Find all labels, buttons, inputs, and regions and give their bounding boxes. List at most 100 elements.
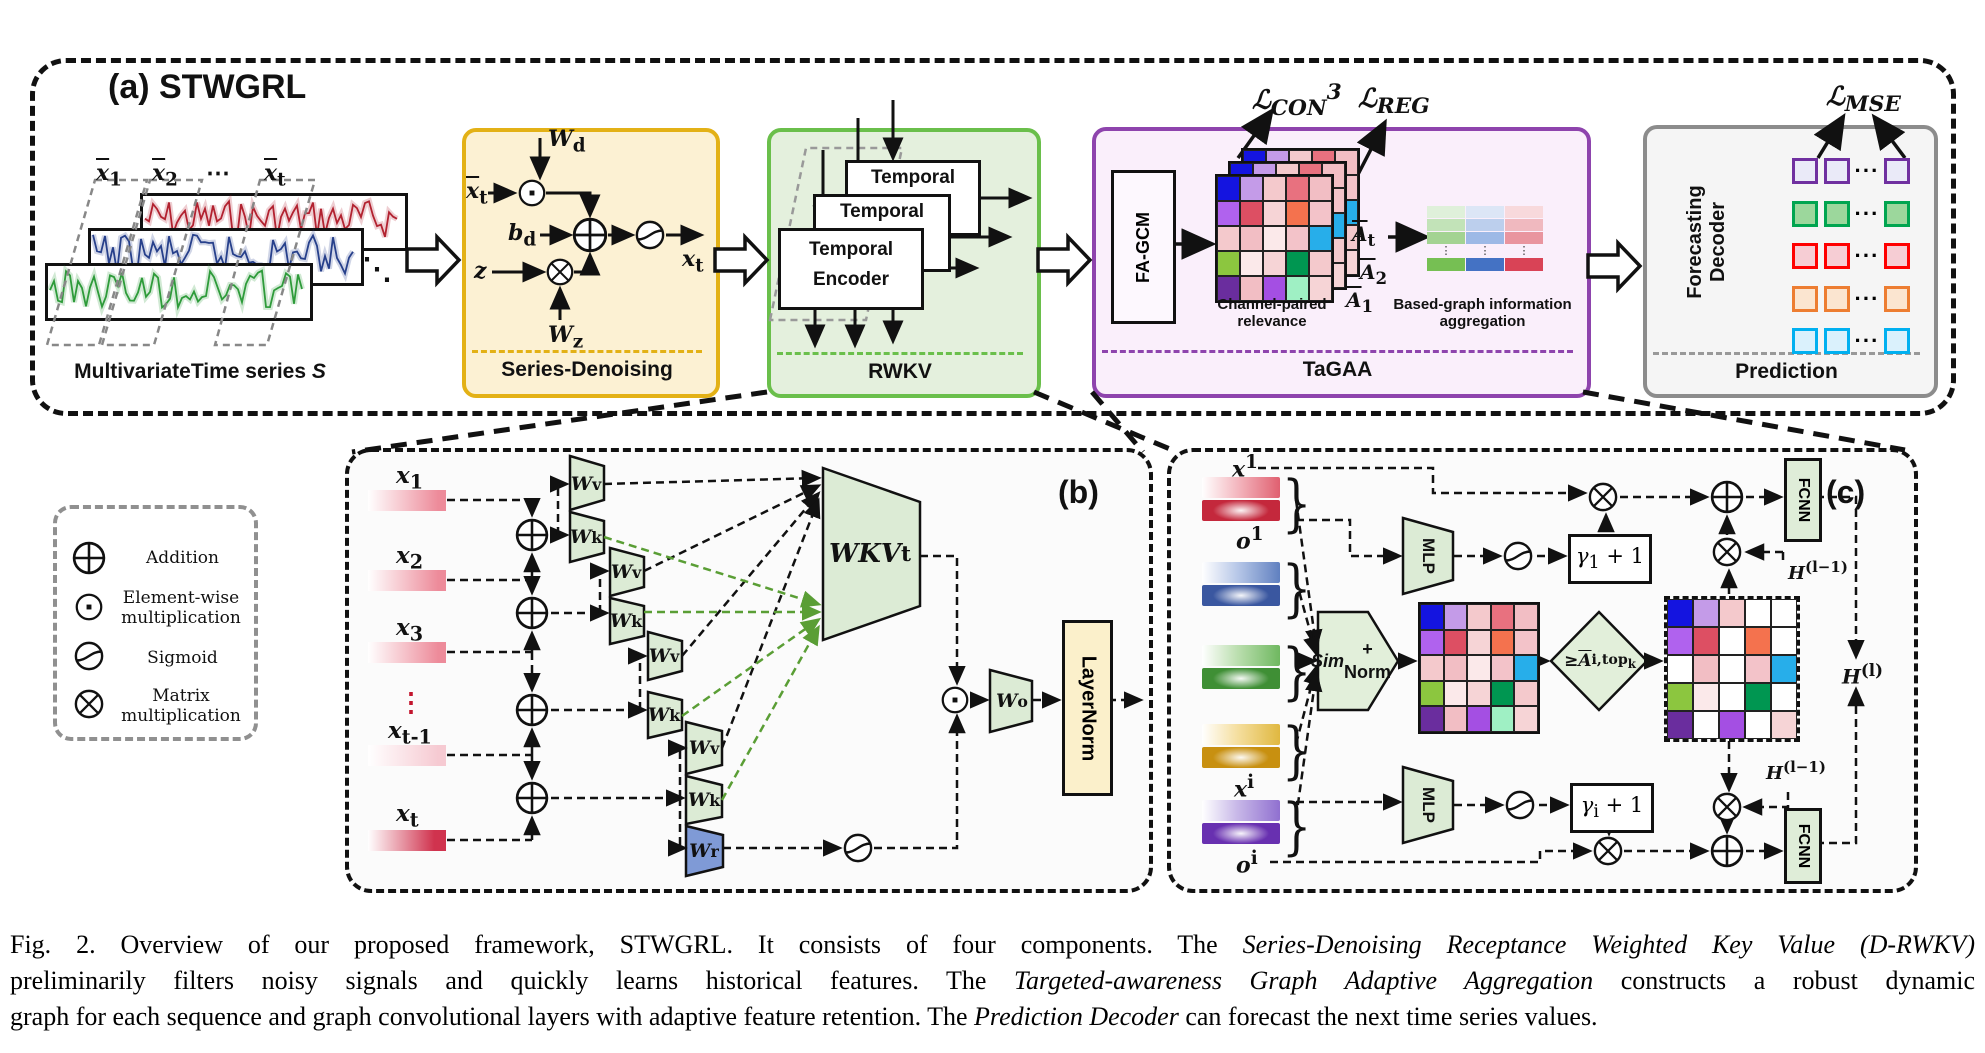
matrix-cell — [1286, 276, 1309, 301]
input-bar-xt — [368, 830, 446, 851]
matrix-cell — [1420, 680, 1444, 707]
sigmoid-op-c1 — [1503, 541, 1533, 571]
matrix-cell — [1443, 655, 1468, 681]
matrix-cell — [1240, 201, 1263, 226]
matrix-cell — [1490, 629, 1515, 656]
ellipsis-dots: ··· — [1854, 285, 1880, 311]
matrix-cell — [1667, 599, 1693, 627]
matrix-cell — [1217, 276, 1240, 301]
prediction-square — [1792, 328, 1818, 354]
input-bar-x2 — [368, 570, 446, 591]
matrix-cell — [1719, 683, 1745, 711]
prediction-square — [1824, 328, 1850, 354]
matrix-cell — [1309, 176, 1332, 201]
prediction-square — [1824, 285, 1850, 312]
forecasting-decoder-line1: Forecasting — [1684, 185, 1706, 299]
caption-text: Fig. 2. Overview of our proposed framewo… — [10, 930, 1243, 959]
relevance-matrix-front — [1215, 174, 1334, 303]
series-corner-dots: ⋱ — [362, 252, 392, 287]
panel-a-title: (a) STWGRL — [108, 68, 307, 106]
prediction-square — [1884, 158, 1910, 184]
prediction-square — [1792, 243, 1818, 269]
legend-label-elementwise: Element-wise multiplication — [121, 588, 241, 628]
ellipsis-dots: ··· — [1854, 243, 1880, 268]
prediction-square — [1824, 158, 1850, 184]
matrix-cell — [1467, 604, 1491, 630]
prediction-square-row: ··· — [1792, 328, 1922, 354]
series-caption: MultivariateTime series S — [74, 360, 326, 383]
denoising-arrows — [488, 138, 705, 320]
legend-elementwise-icon — [75, 593, 103, 621]
caption-line-2: preliminarily filters noisy signals and … — [10, 966, 1975, 996]
matrix-cell — [1514, 629, 1538, 656]
temporal-encoder-back-label: Temporal — [870, 167, 956, 188]
ellipsis-dots: ··· — [1854, 158, 1880, 183]
series-slice-label-2: x2 — [152, 160, 178, 191]
series-slice-dots: ⋯ — [206, 158, 230, 187]
matrix-cell — [1745, 711, 1771, 739]
matrix-cell — [1745, 683, 1771, 711]
prediction-label: Prediction — [1735, 360, 1838, 383]
series-denoising-label: Series-Denoising — [501, 358, 673, 381]
matrix-cell — [1719, 655, 1745, 683]
matrix-cell — [1693, 655, 1719, 683]
wd-label: Wd — [548, 126, 586, 157]
matrix-cell — [1443, 629, 1468, 656]
matmul-op-c4 — [1712, 792, 1742, 822]
xci-label: xi — [1234, 772, 1255, 803]
series-slice-label-t: xt — [264, 160, 286, 191]
ellipsis-dots: ··· — [1854, 200, 1880, 226]
abar-2-label: A2 — [1360, 260, 1388, 288]
aggregation-column: ⋮ — [1505, 206, 1543, 272]
caption-text: can forecast the next time series values… — [1178, 1002, 1598, 1031]
matrix-cell — [1693, 599, 1719, 627]
gamma1-box: γ1 + 1 — [1568, 534, 1652, 584]
tagaa-separator — [1102, 350, 1573, 353]
xt-label-b: xt — [396, 800, 419, 832]
vertical-dots: ⋮ — [398, 688, 424, 718]
mlp1-label: MLP — [1403, 538, 1453, 574]
addition-op-b1 — [515, 518, 549, 552]
caption-term: Series-Denoising Receptance Weighted Key… — [1242, 930, 1975, 959]
legend-label-sigmoid: Sigmoid — [147, 648, 218, 668]
fa-gcm-label: FA-GCM — [1133, 211, 1153, 283]
prediction-square — [1884, 243, 1910, 269]
matrix-cell — [1745, 655, 1771, 683]
matrix-cell — [1240, 176, 1263, 201]
oc1-label: o1 — [1236, 524, 1264, 555]
matrix-cell — [1490, 680, 1515, 707]
matrix-cell — [1490, 706, 1515, 732]
matrix-cell — [1514, 604, 1538, 630]
panel-c-connectors — [1258, 466, 1856, 864]
matrix-cell — [1286, 176, 1309, 201]
brace-2: } — [1282, 551, 1312, 625]
xc1-label: x1 — [1232, 452, 1258, 483]
aggregation-bars: ⋮⋮⋮ — [1427, 206, 1544, 272]
rwkv-separator — [777, 352, 1023, 355]
matrix-cell — [1263, 226, 1286, 251]
panel-b-connectors — [447, 469, 1144, 857]
forecasting-decoder-label: Forecasting Decoder — [1682, 172, 1732, 312]
prediction-separator — [1653, 352, 1920, 355]
panel-b — [345, 448, 1153, 893]
matrix-cell — [1420, 706, 1444, 732]
matrix-cell — [1443, 680, 1468, 707]
series-denoising-box — [462, 128, 720, 398]
matrix-cell — [1490, 604, 1515, 630]
matrix-cell — [1771, 683, 1797, 711]
legend-label-addition: Addition — [146, 548, 219, 568]
temporal-encoder-front-label2: Encoder — [812, 269, 890, 290]
tagaa-label: TaGAA — [1302, 358, 1373, 381]
panel-c-tag: (c) — [1826, 474, 1866, 510]
addition-op-c1 — [1710, 480, 1744, 514]
input-bar-x1 — [368, 490, 446, 511]
prediction-square-row: ··· — [1792, 200, 1922, 227]
channel-pair-2 — [1202, 562, 1280, 608]
temporal-encoder-mid-label: Temporal — [839, 201, 925, 222]
series-slices — [45, 178, 317, 347]
matrix-cell — [1719, 711, 1745, 739]
matrix-cell — [1693, 711, 1719, 739]
